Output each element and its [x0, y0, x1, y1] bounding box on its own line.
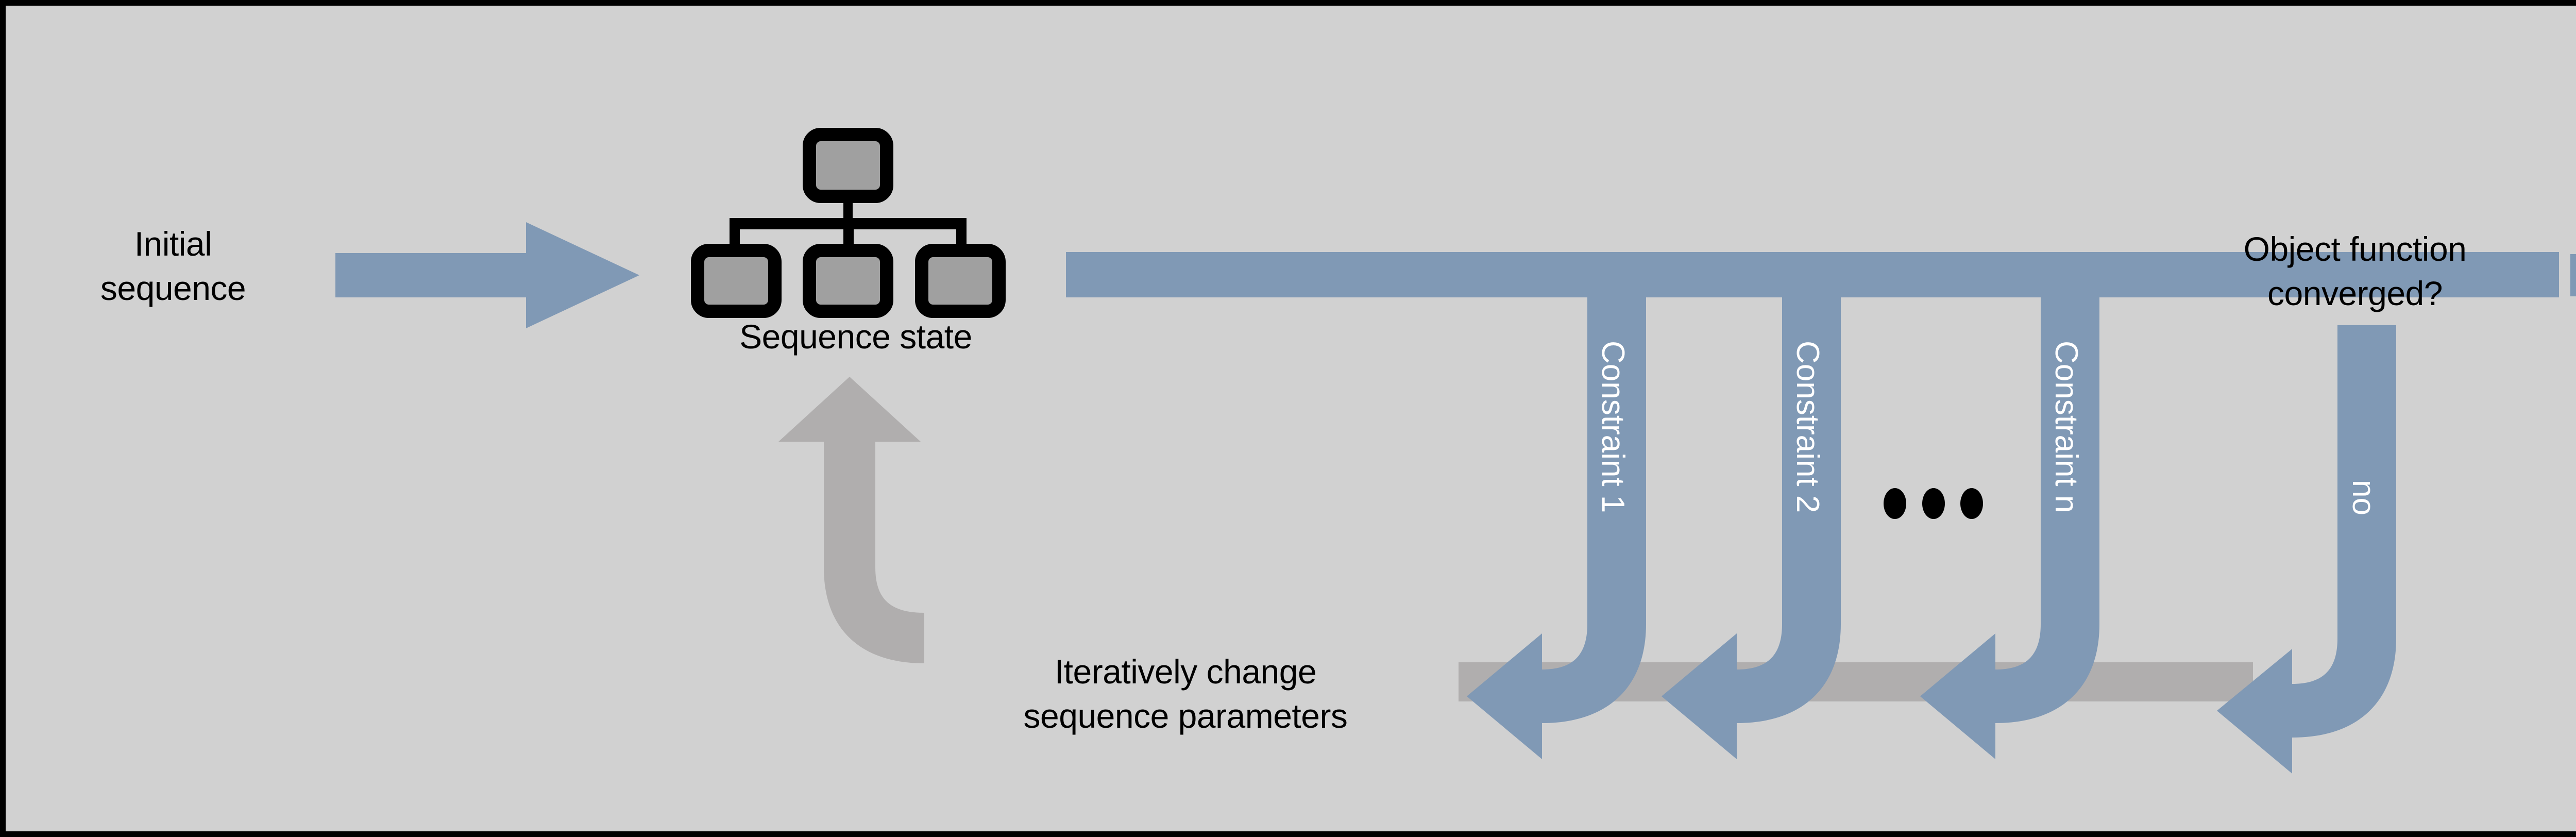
decision-label: Object function converged? [2243, 230, 2467, 312]
sequence-state-label: Sequence state [739, 317, 972, 356]
no-branch-label: no [2346, 480, 2381, 515]
hierarchy-icon [691, 128, 1006, 318]
constraint-arrow-1 [1467, 252, 1646, 759]
iteratively-change-label: Iteratively change sequence parameters [1023, 652, 1348, 735]
constraint-arrow-2 [1662, 252, 1841, 759]
ellipsis-dots [1884, 488, 1983, 519]
yes-branch-arrow [2570, 254, 2576, 296]
return-loop-arrow [778, 377, 924, 715]
initial-sequence-label: Initial sequence [100, 225, 246, 307]
constraint-label-2: Constraint 2 [1790, 341, 1825, 513]
initial-to-state-arrow [335, 222, 639, 328]
no-branch-arrow [2217, 325, 2396, 774]
diagram-artwork [335, 128, 2576, 774]
constraint-label-n: Constraint n [2048, 341, 2084, 513]
constraint-label-1: Constraint 1 [1595, 341, 1631, 513]
constraint-arrow-n [1920, 252, 2099, 759]
